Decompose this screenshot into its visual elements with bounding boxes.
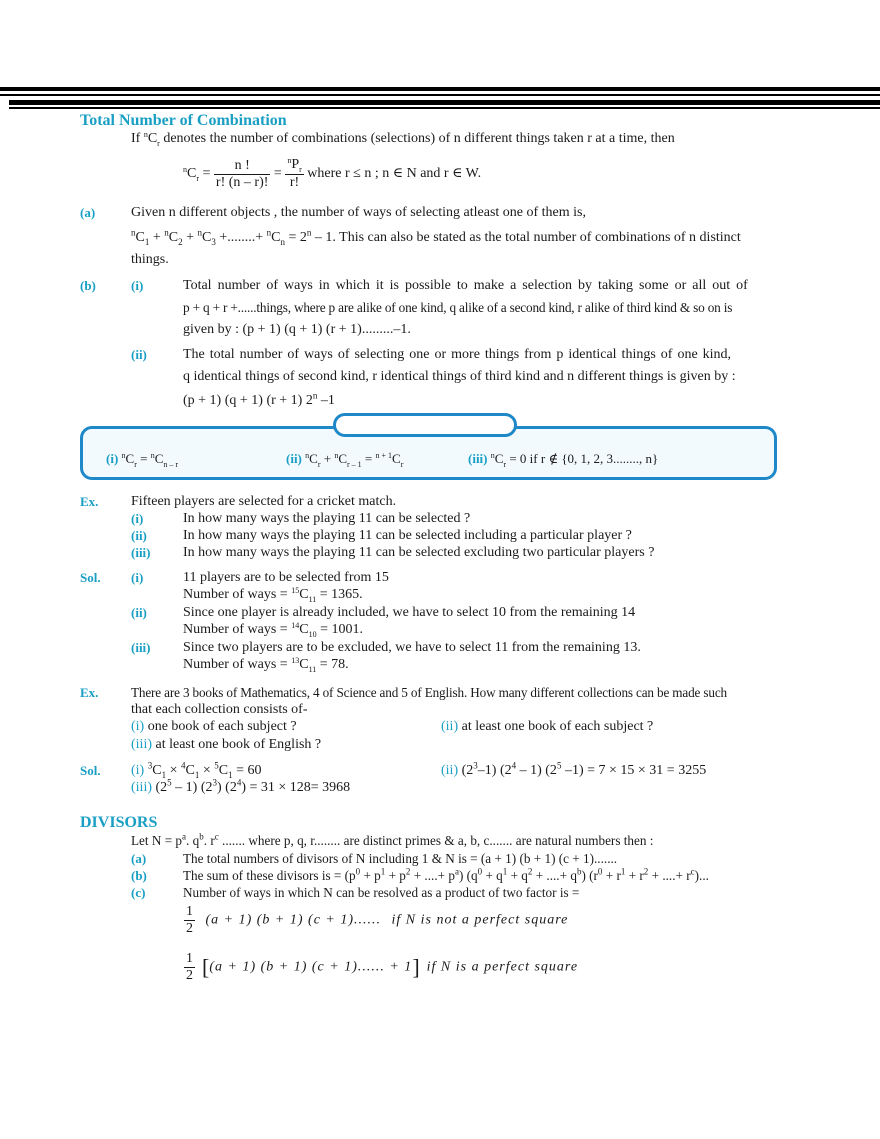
example1-question: Fifteen players are selected for a crick… (131, 494, 397, 509)
example2-label: Ex. (80, 685, 99, 700)
header-rule (0, 94, 880, 96)
item-b-i-line2: p + q + r +......things, where p are ali… (183, 300, 733, 315)
item-b-i-line3: given by : (p + 1) (q + 1) (r + 1)......… (183, 322, 411, 337)
divisor-item-label: (b) (131, 868, 147, 883)
example1-part-text: In how many ways the playing 11 can be s… (183, 511, 471, 526)
example2-solution-label: Sol. (80, 763, 101, 778)
example1-part-label: (iii) (131, 545, 151, 560)
solution-ways: Number of ways = 15C11 = 1365. (183, 586, 363, 604)
solution-part-label: (iii) (131, 640, 151, 655)
example1-part-text: In how many ways the playing 11 can be s… (183, 545, 655, 560)
property-iii: (iii) nCr = 0 if r ∉ {0, 1, 2, 3........… (468, 451, 659, 469)
solution-text: Since one player is already included, we… (183, 605, 636, 620)
divisor-item-text: The total numbers of divisors of N inclu… (183, 851, 618, 866)
properties-box-tab (333, 413, 517, 437)
item-b-ii-line3: (p + 1) (q + 1) (r + 1) 2n –1 (183, 390, 335, 408)
divisor-item-text: Number of ways in which N can be resolve… (183, 885, 580, 900)
example1-part-text: In how many ways the playing 11 can be s… (183, 528, 632, 543)
example2-part: (i) one book of each subject ? (131, 719, 297, 734)
divisor-item-label: (a) (131, 851, 147, 866)
property-ii: (ii) nCr + nCr – 1 = n + 1Cr (286, 451, 404, 469)
item-b-ii-label: (ii) (131, 347, 147, 362)
divisor-case-square: 1 2 [(a + 1) (b + 1) (c + 1)...... + 1] … (184, 951, 579, 983)
header-rule (9, 107, 880, 109)
item-b-label: (b) (80, 278, 96, 293)
example1-part-label: (ii) (131, 528, 147, 543)
divisors-intro: Let N = pa. qb. rc ....... where p, q, r… (131, 831, 654, 848)
item-b-ii-line1: The total number of ways of selecting on… (183, 347, 732, 362)
item-b-i-line1: Total number of ways in which it is poss… (183, 278, 748, 293)
example2-question-line1: There are 3 books of Mathematics, 4 of S… (131, 685, 727, 700)
solution-part-label: (i) (131, 570, 144, 585)
divisor-item-text: The sum of these divisors is = (p0 + p1 … (183, 866, 709, 883)
property-i: (i) nCr = nCn – r (106, 451, 179, 469)
item-a-label: (a) (80, 205, 96, 220)
divisor-case-not-square: 1 2 (a + 1) (b + 1) (c + 1)...... if N i… (184, 904, 569, 936)
section-title-combination: Total Number of Combination (80, 112, 287, 129)
formula-fraction-2: nPr r! (285, 156, 304, 190)
divisor-item-label: (c) (131, 885, 146, 900)
item-a-line1: Given n different objects , the number o… (131, 205, 586, 220)
example2-part: (iii) at least one book of English ? (131, 737, 322, 752)
section-title-divisors: DIVISORS (80, 814, 158, 831)
half-fraction: 1 2 (184, 951, 195, 983)
example1-part-label: (i) (131, 511, 144, 526)
combination-formula: nCr = n ! r! (n – r)! = nPr r! where r ≤… (183, 156, 482, 190)
solution-ways: Number of ways = 14C10 = 1001. (183, 621, 363, 639)
solution-text: Since two players are to be excluded, we… (183, 640, 641, 655)
combination-intro: If nCr denotes the number of combination… (131, 130, 675, 148)
item-a-line2: nC1 + nC2 + nC3 +........+ nCn = 2n – 1.… (131, 227, 741, 247)
item-a-line3: things. (131, 252, 169, 267)
header-rule (0, 87, 880, 91)
item-b-i-label: (i) (131, 278, 144, 293)
solution-text: 11 players are to be selected from 15 (183, 570, 389, 585)
half-fraction: 1 2 (184, 904, 195, 936)
item-b-ii-line2: q identical things of second kind, r ide… (183, 369, 736, 384)
example1-solution-label: Sol. (80, 570, 101, 585)
solution-part-label: (ii) (131, 605, 147, 620)
formula-fraction-1: n ! r! (n – r)! (213, 157, 271, 190)
example1-label: Ex. (80, 494, 99, 509)
example2-question-line2: that each collection consists of- (131, 702, 308, 717)
example2-part: (ii) at least one book of each subject ? (441, 719, 654, 734)
example2-solution-i: (i) 3C1 × 4C1 × 5C1 = 60 (131, 760, 262, 780)
solution-ways: Number of ways = 13C11 = 78. (183, 656, 349, 674)
header-rule (9, 100, 880, 105)
example2-solution-ii: (ii) (23–1) (24 – 1) (25 –1) = 7 × 15 × … (441, 760, 707, 778)
example2-solution-iii: (iii) (25 – 1) (23) (24) = 31 × 128= 396… (131, 777, 351, 795)
